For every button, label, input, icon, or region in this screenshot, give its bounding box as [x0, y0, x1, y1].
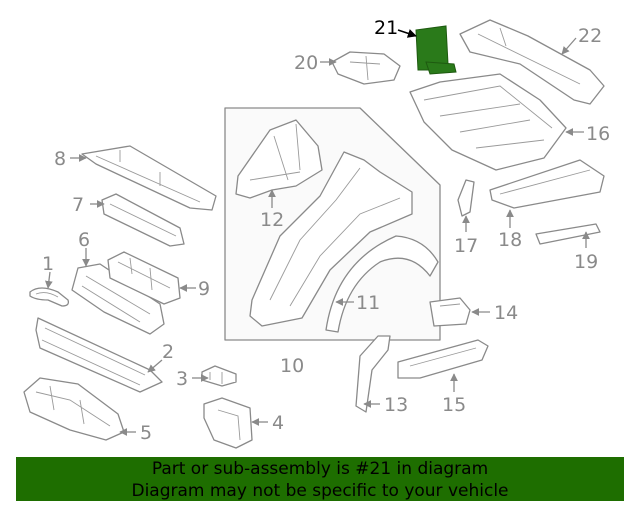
callout-1: 1 [42, 253, 54, 275]
part-16[interactable] [409, 73, 567, 171]
callout-9: 9 [198, 278, 210, 300]
part-8[interactable] [81, 145, 217, 211]
banner-line-1: Part or sub-assembly is #21 in diagram [151, 459, 489, 479]
part-9[interactable] [107, 251, 181, 305]
callout-15: 15 [442, 394, 466, 416]
part-4[interactable] [203, 397, 253, 449]
callout-22: 22 [578, 25, 602, 47]
callout-21: 21 [374, 17, 398, 39]
part-22[interactable] [459, 19, 605, 105]
parts-diagram: 1 2 3 4 5 6 7 8 9 10 11 12 13 14 15 16 1… [23, 17, 610, 449]
callout-6: 6 [78, 229, 90, 251]
callout-3: 3 [176, 368, 188, 390]
part-20[interactable] [331, 51, 401, 85]
part-17[interactable] [457, 179, 475, 217]
part-14[interactable] [429, 297, 471, 327]
callout-2: 2 [162, 341, 174, 363]
part-10[interactable] [249, 151, 413, 327]
callout-14: 14 [494, 302, 518, 324]
callout-16: 16 [586, 123, 610, 145]
part-1[interactable] [29, 287, 70, 307]
callout-17: 17 [454, 235, 478, 257]
leader-2 [147, 359, 163, 373]
callout-19: 19 [574, 251, 598, 273]
callout-7: 7 [72, 194, 84, 216]
callout-20: 20 [294, 52, 318, 74]
callout-10: 10 [280, 355, 304, 377]
part-3[interactable] [201, 365, 237, 387]
callout-11: 11 [356, 292, 380, 314]
leader-22 [561, 37, 577, 55]
part-5[interactable] [23, 377, 125, 441]
banner-line-2: Diagram may not be specific to your vehi… [131, 481, 509, 501]
callout-18: 18 [498, 229, 522, 251]
part-11[interactable] [325, 235, 439, 333]
part-15[interactable] [397, 339, 489, 379]
part-7[interactable] [101, 193, 185, 247]
part-21-highlighted[interactable] [415, 25, 457, 75]
callout-12: 12 [260, 209, 284, 231]
callout-8: 8 [54, 148, 66, 170]
callout-5: 5 [140, 422, 152, 444]
leader-21 [397, 29, 417, 38]
part-12[interactable] [235, 119, 323, 199]
callout-13: 13 [384, 394, 408, 416]
part-18[interactable] [489, 159, 605, 209]
info-banner: Part or sub-assembly is #21 in diagram D… [16, 457, 624, 501]
callout-4: 4 [272, 412, 284, 434]
part-19[interactable] [535, 223, 601, 245]
leader-1 [45, 271, 53, 289]
